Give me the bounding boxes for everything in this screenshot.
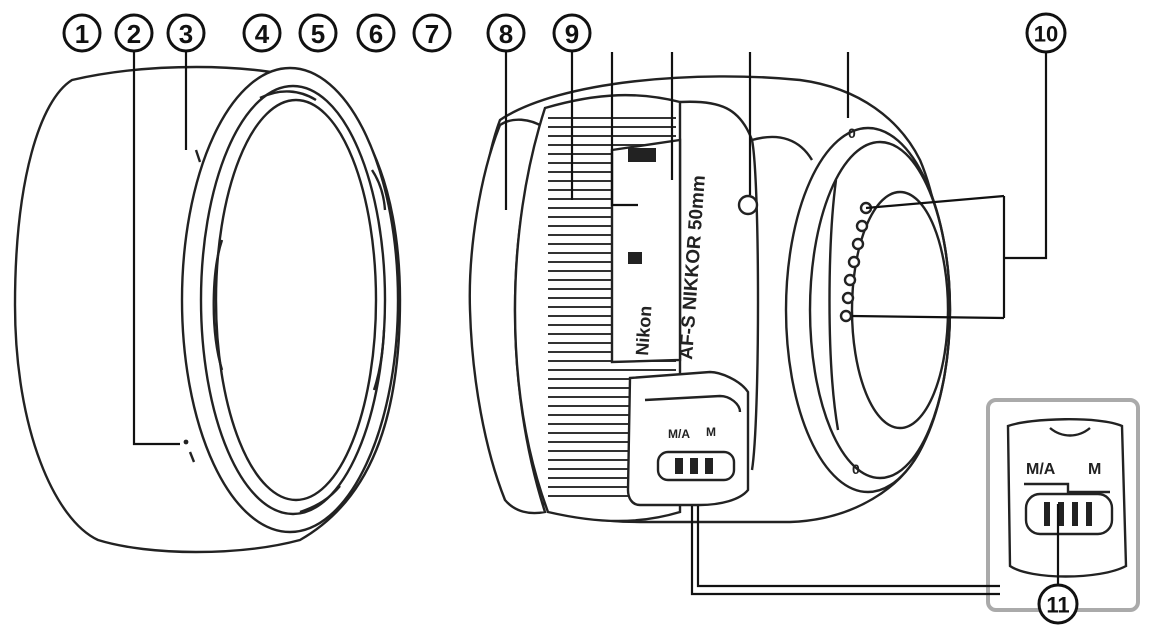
callout-1: 1 [62,13,102,53]
callout-4-text: 4 [255,19,270,49]
callout-9-text: 9 [565,19,579,49]
callout-7-text: 7 [425,19,439,49]
callout-11: 11 [1037,583,1079,625]
switch-ma-label: M/A [668,427,690,441]
leader-lines [132,52,1060,596]
inset-ma-label: M/A [1026,461,1056,478]
switch-m-label: M [706,425,716,439]
lens-body: Nikon AF-S NIKKOR 50mm M/A M 0 0 [468,75,952,524]
callout-10-text: 10 [1034,22,1058,47]
inset-m-label: M [1088,461,1101,478]
callout-5-text: 5 [311,19,325,49]
switch-inset: M/A M [986,398,1140,612]
mount-index-top: 0 [848,125,856,141]
callout-3-text: 3 [179,19,193,49]
lens-brand-text: Nikon [632,305,655,356]
callout-6: 6 [356,13,396,53]
callout-5: 5 [298,13,338,53]
callout-7: 7 [412,13,452,53]
callout-3: 3 [166,13,206,53]
callout-2-text: 2 [127,19,141,49]
callout-8-text: 8 [499,19,513,49]
callout-6-text: 6 [369,19,383,49]
callout-2: 2 [114,13,154,53]
callout-numbers: 1 2 3 4 5 6 7 8 9 10 11 [62,12,1079,625]
lens-hood [13,65,402,554]
mount-index-bottom: 0 [852,461,860,477]
callout-4: 4 [242,13,282,53]
callout-9: 9 [552,13,592,53]
callout-11-text: 11 [1046,593,1069,618]
callout-1-text: 1 [75,19,89,49]
callout-8: 8 [486,13,526,53]
callout-10: 10 [1025,12,1067,54]
